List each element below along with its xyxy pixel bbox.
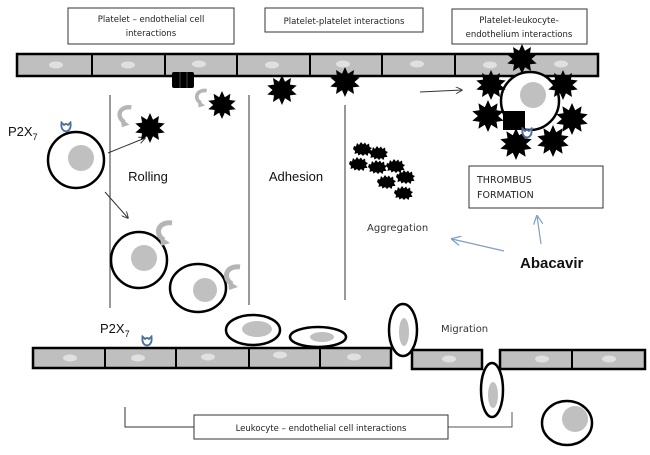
p2x7-receptor-icon xyxy=(141,335,153,347)
arrow-to-rolling xyxy=(104,191,128,218)
p2x7-label-bottom: P2X7 xyxy=(100,321,130,339)
leukocyte-endothelial-label: Leukocyte – endothelial cell interaction… xyxy=(236,424,407,434)
title-box-platelet-platelet: Platelet-platelet interactions xyxy=(264,7,424,33)
leukocyte-transmigrated xyxy=(540,399,594,447)
p2x7-label: P2X7 xyxy=(8,124,38,142)
title-line-1: Platelet-platelet interactions xyxy=(284,17,405,27)
p2x7-receptor-icon xyxy=(521,127,533,139)
arrow-to-platelet xyxy=(107,138,145,154)
arrow-to-thrombus xyxy=(419,90,462,92)
stage-label-adhesion: Adhesion xyxy=(269,169,323,184)
aggregated-platelet-icon xyxy=(396,170,415,184)
drug-label-abacavir: Abacavir xyxy=(520,255,584,272)
rotation-arrow-icon xyxy=(194,88,209,109)
thrombus-formation-box: THROMBUS FORMATION xyxy=(468,165,604,209)
endothelium-top xyxy=(15,52,600,78)
stage-label-aggregation: Aggregation xyxy=(367,223,428,234)
leukocyte-circulating xyxy=(46,130,106,190)
thrombus-cluster xyxy=(472,44,588,160)
aggregated-platelet-icon xyxy=(377,175,396,189)
stage-label-rolling: Rolling xyxy=(128,169,168,184)
p2x7-receptor-icon xyxy=(60,121,72,133)
title-line-1: Platelet – endothelial cell xyxy=(98,15,205,25)
bottom-bracket xyxy=(124,407,513,428)
platelet-icon xyxy=(267,75,297,105)
title-line-1: Platelet-leukocyte- xyxy=(479,16,558,26)
aggregated-platelet-icon xyxy=(368,160,387,174)
leukocyte-adherent-1 xyxy=(224,313,282,347)
platelet-icon xyxy=(135,113,165,143)
leukocyte-migrating-1 xyxy=(387,302,419,358)
adhesion-molecule-icon xyxy=(503,111,525,130)
endothelium-bottom-right xyxy=(498,348,647,371)
aggregated-platelet-icon xyxy=(394,186,413,200)
leukocyte-rolling-1 xyxy=(109,230,169,290)
leukocyte-rolling-2 xyxy=(168,262,228,314)
leukocyte-migrating-2 xyxy=(479,361,505,419)
drug-arrow-to-aggregation xyxy=(452,239,505,252)
leukocyte-adherent-2 xyxy=(288,325,348,349)
rotation-arrow-icon xyxy=(120,107,132,127)
title-line-2: interactions xyxy=(126,29,177,39)
stage-label-migration: Migration xyxy=(441,324,488,335)
platelet-icon xyxy=(208,91,236,119)
title-box-platelet-leukocyte-endothelium: Platelet-leukocyte- endothelium interact… xyxy=(451,8,588,45)
aggregated-platelet-icon xyxy=(353,142,372,156)
title-box-platelet-endothelial: Platelet – endothelial cell interactions xyxy=(67,7,235,45)
platelet-aggregate xyxy=(349,142,415,200)
endothelium-bottom-middle xyxy=(410,348,484,371)
platelet-icon xyxy=(472,100,504,132)
label-box-leukocyte-endothelial: Leukocyte – endothelial cell interaction… xyxy=(193,414,449,440)
endothelium-bottom-left xyxy=(31,346,393,370)
aggregated-platelet-icon xyxy=(349,157,368,171)
thrombus-line-2: FORMATION xyxy=(477,190,534,201)
thrombus-line-1: THROMBUS xyxy=(476,175,532,186)
rotation-arrow-icon xyxy=(226,267,240,290)
adhesion-molecule-icon xyxy=(172,72,194,88)
drug-arrow-to-thrombus xyxy=(537,216,541,245)
aggregated-platelet-icon xyxy=(386,159,405,173)
endothelial-nuclei xyxy=(49,60,568,69)
title-line-2: endothelium interactions xyxy=(466,30,573,40)
